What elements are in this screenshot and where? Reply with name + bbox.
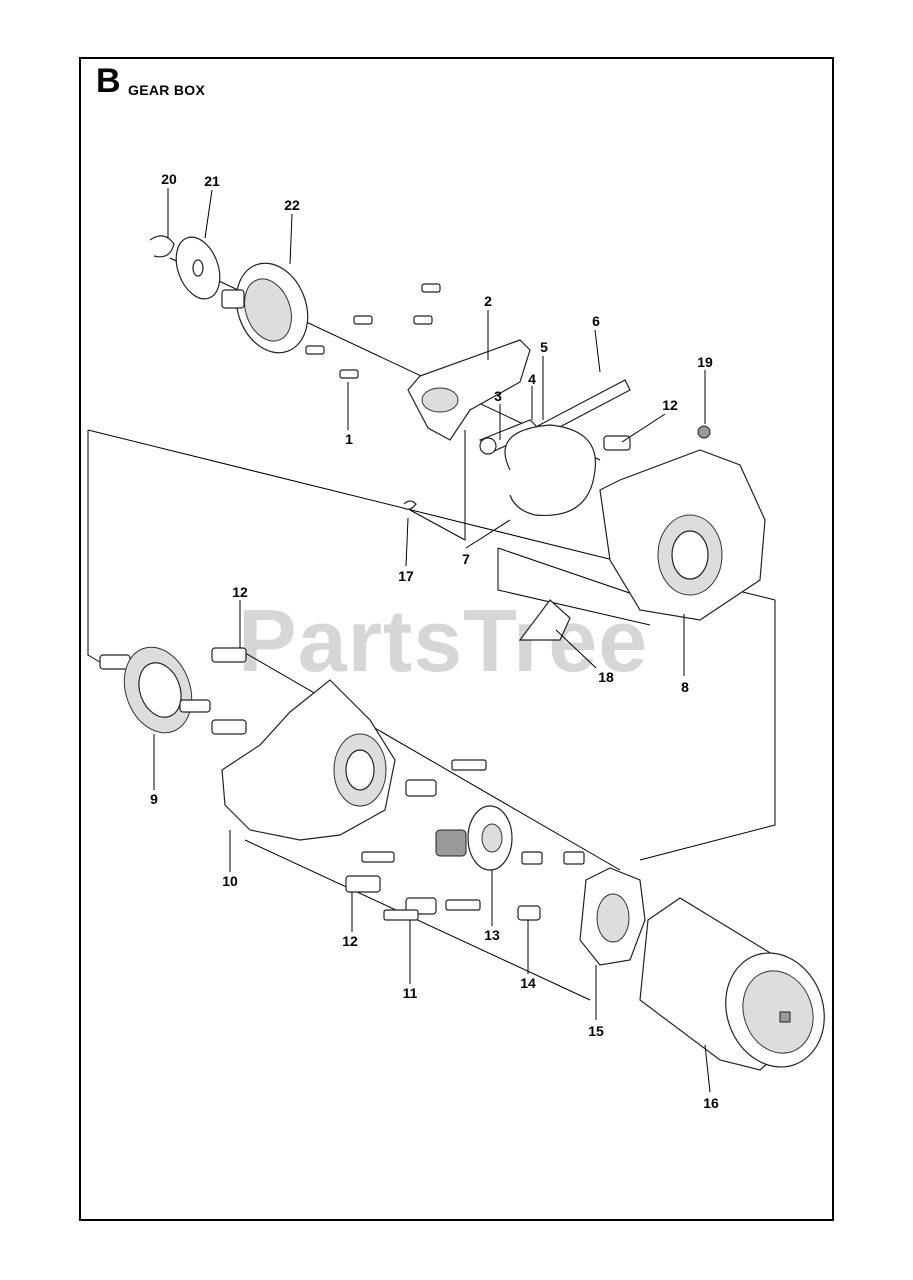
part-12-screw-top	[603, 435, 631, 451]
part-9-gear-shaft	[99, 646, 211, 734]
callout-10: 10	[222, 873, 238, 889]
callout-19: 19	[697, 354, 713, 370]
callout-12-mid: 12	[232, 584, 248, 600]
callout-8: 8	[681, 679, 689, 695]
part-12-screw-mid	[211, 647, 247, 735]
callout-12-bottom: 12	[342, 933, 358, 949]
callout-9: 9	[150, 791, 158, 807]
leader-lines	[153, 188, 711, 1093]
callout-16: 16	[703, 1095, 719, 1111]
callout-labels: 20 21 22 2 6 5 19 4 3 12 1 7 17 12 18 8 …	[150, 171, 719, 1111]
callout-18: 18	[598, 669, 614, 685]
part-18-lever-plate	[518, 599, 571, 641]
callout-3: 3	[494, 388, 502, 404]
callout-1: 1	[345, 431, 353, 447]
section-title: GEAR BOX	[128, 82, 206, 98]
part-screws-top	[305, 283, 441, 379]
part-20-circlip	[149, 235, 175, 258]
part-14-screws	[517, 851, 585, 921]
part-15-flange	[579, 867, 646, 966]
callout-13: 13	[484, 927, 500, 943]
part-13-pinion-bearing	[435, 805, 513, 871]
part-16-motor	[639, 897, 825, 1071]
callout-20: 20	[161, 171, 177, 187]
part-10-lower-housing	[221, 679, 396, 841]
callout-15: 15	[588, 1023, 604, 1039]
part-21-washer	[175, 236, 221, 300]
callout-14: 14	[520, 975, 536, 991]
callout-5: 5	[540, 339, 548, 355]
callout-21: 21	[204, 173, 220, 189]
part-8-gear-housing	[599, 449, 766, 621]
part-7-brake-band	[504, 424, 597, 517]
callout-6: 6	[592, 313, 600, 329]
watermark: PartsTree	[238, 591, 649, 690]
section-letter: B	[96, 62, 121, 100]
part-small-screws	[345, 759, 487, 921]
callout-17: 17	[398, 568, 414, 584]
part-3-lever	[478, 419, 542, 455]
callout-4: 4	[528, 371, 536, 387]
callout-22: 22	[284, 197, 300, 213]
callout-11: 11	[403, 985, 418, 1001]
callout-2: 2	[484, 293, 492, 309]
part-22-clutch-drum	[221, 262, 309, 354]
part-19-nut	[697, 425, 711, 439]
part-2-bracket	[407, 339, 531, 441]
assembly-lines	[87, 257, 776, 1001]
callout-7: 7	[462, 551, 470, 567]
part-17-clip	[403, 500, 417, 510]
callout-12-top: 12	[662, 397, 678, 413]
diagram-frame	[79, 57, 834, 1221]
